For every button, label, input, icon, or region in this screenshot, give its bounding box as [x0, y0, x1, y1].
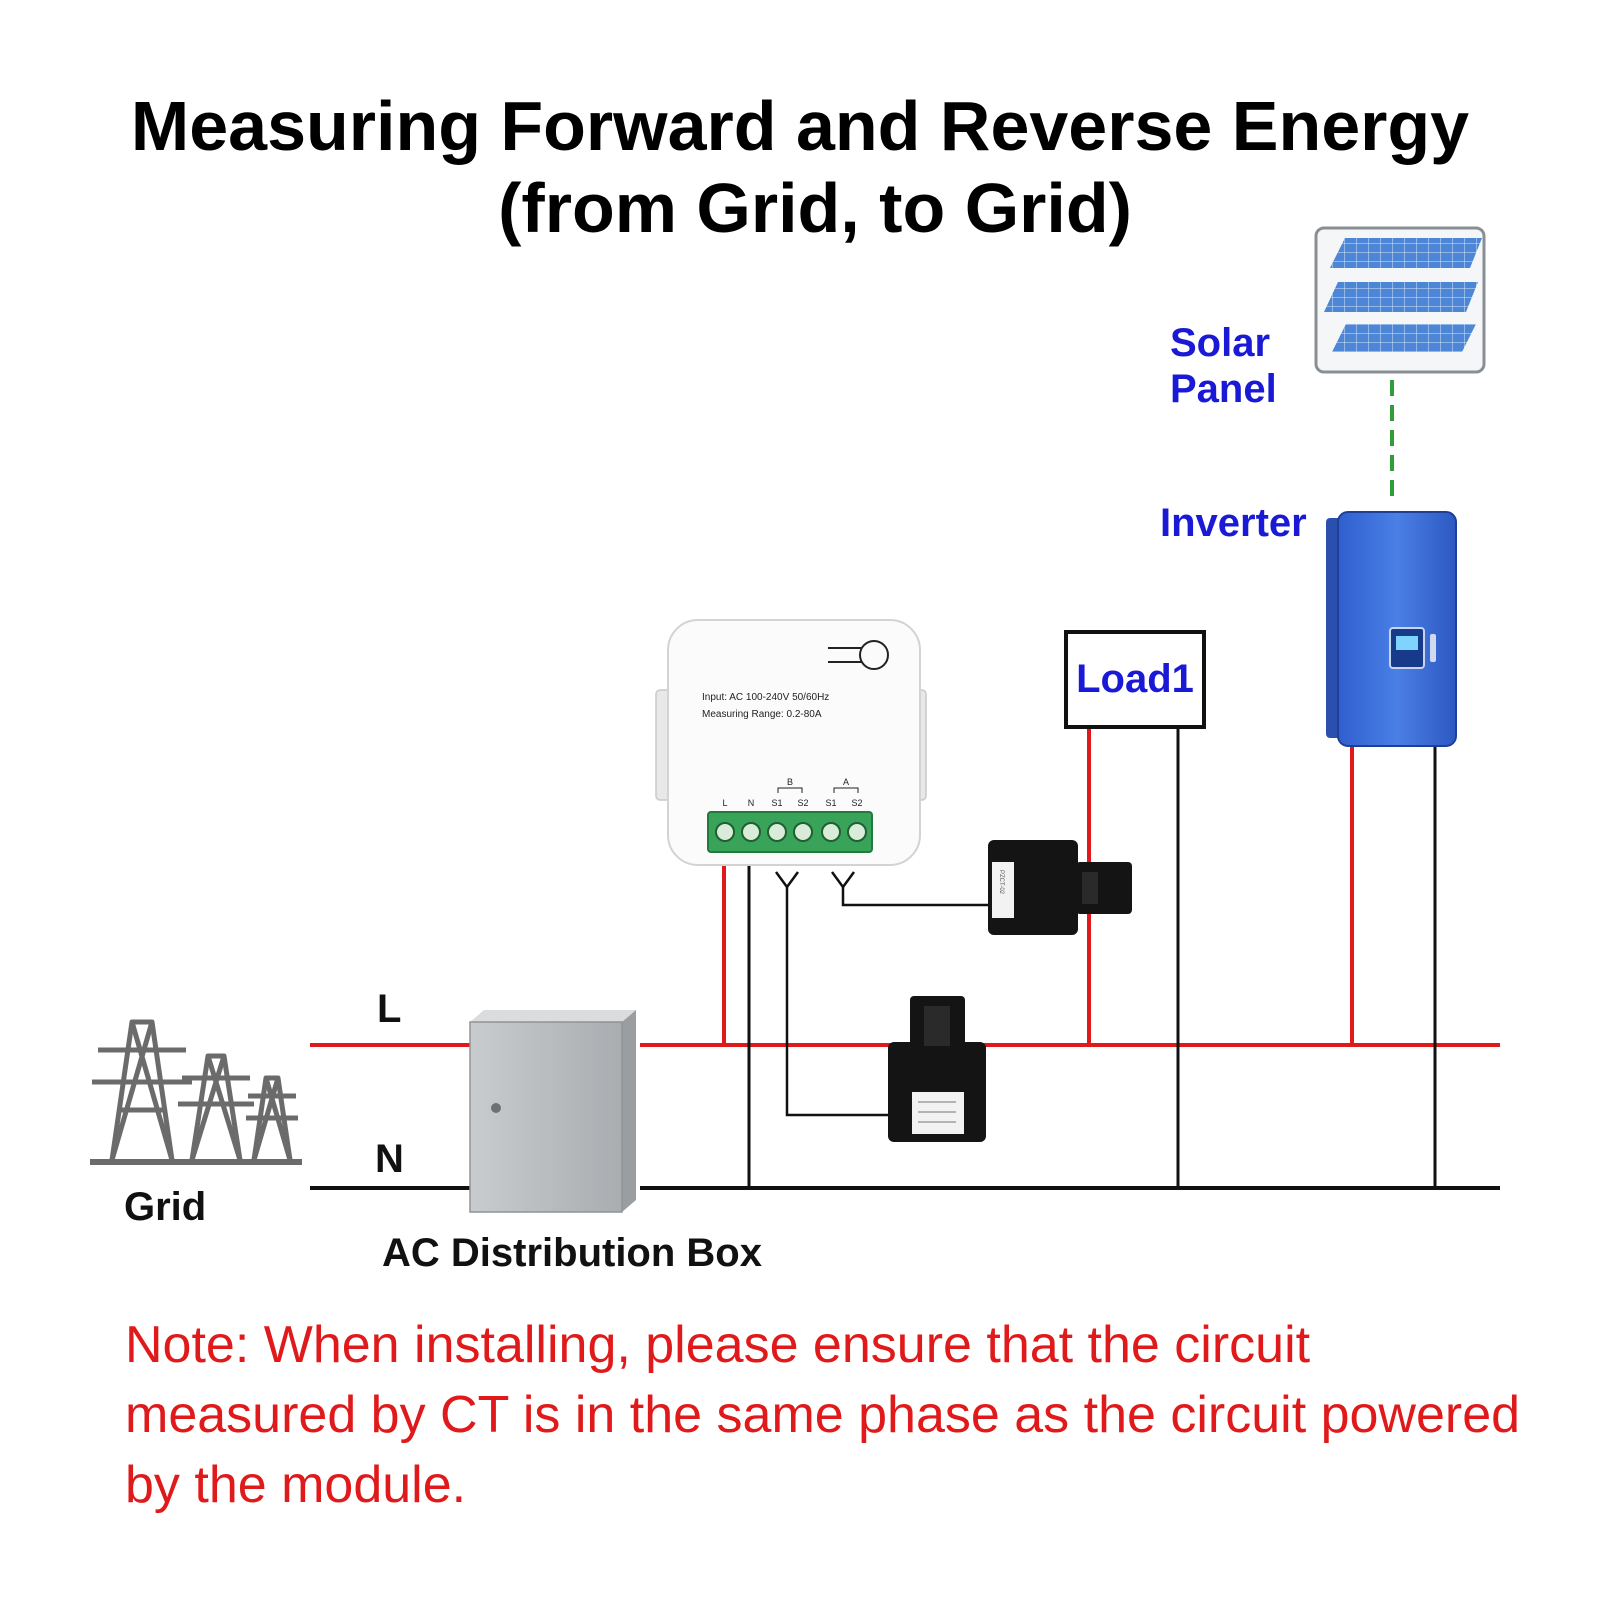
title-line-2: (from Grid, to Grid)	[498, 169, 1132, 247]
note-prefix: Note:	[125, 1316, 264, 1374]
distribution-box-label: AC Distribution Box	[382, 1231, 762, 1275]
terminal-label-a-s1: S1	[825, 798, 836, 808]
distribution-box-icon	[469, 1010, 636, 1213]
load-box	[1064, 630, 1206, 729]
solar-panel-label-line-1: Solar	[1170, 321, 1270, 365]
installation-note: Note: When installing, please ensure tha…	[125, 1310, 1545, 1520]
inverter-label: Inverter	[1160, 501, 1307, 545]
title-line-1: Measuring Forward and Reverse Energy	[131, 87, 1469, 165]
solar-panel-label-line-2: Panel	[1170, 367, 1277, 411]
module-spec-line-1: Input: AC 100-240V 50/60Hz	[702, 692, 829, 703]
group-a-label: A	[843, 777, 849, 787]
ct-a-signal-wire	[830, 871, 990, 907]
note-text: When installing, please ensure that the …	[125, 1316, 1521, 1514]
live-line-label: L	[377, 987, 401, 1031]
ct-clamp-icon	[888, 996, 986, 1142]
terminal-label-b-s2: S2	[797, 798, 808, 808]
energy-meter-module-icon: Input: AC 100-240V 50/60Hz Measuring Ran…	[655, 619, 927, 866]
module-spec-line-2: Measuring Range: 0.2-80A	[702, 709, 822, 720]
terminal-label-b-s1: S1	[771, 798, 782, 808]
svg-text:PZCT-02: PZCT-02	[998, 870, 1004, 895]
group-b-label: B	[787, 777, 793, 787]
terminal-label-l: L	[722, 798, 727, 808]
terminal-screws	[715, 822, 867, 842]
ct-clamp-icon: PZCT-02	[988, 840, 1132, 935]
power-tower-icon	[92, 1019, 298, 1161]
ct-b-signal-wire	[774, 871, 888, 1117]
grid-label: Grid	[124, 1185, 206, 1229]
solar-panel-icon	[1314, 226, 1486, 374]
neutral-line-label: N	[375, 1137, 404, 1181]
terminal-label-a-s2: S2	[851, 798, 862, 808]
inverter-icon	[1326, 511, 1457, 747]
terminal-label-n: N	[748, 798, 755, 808]
load-label: Load1	[1076, 657, 1194, 701]
